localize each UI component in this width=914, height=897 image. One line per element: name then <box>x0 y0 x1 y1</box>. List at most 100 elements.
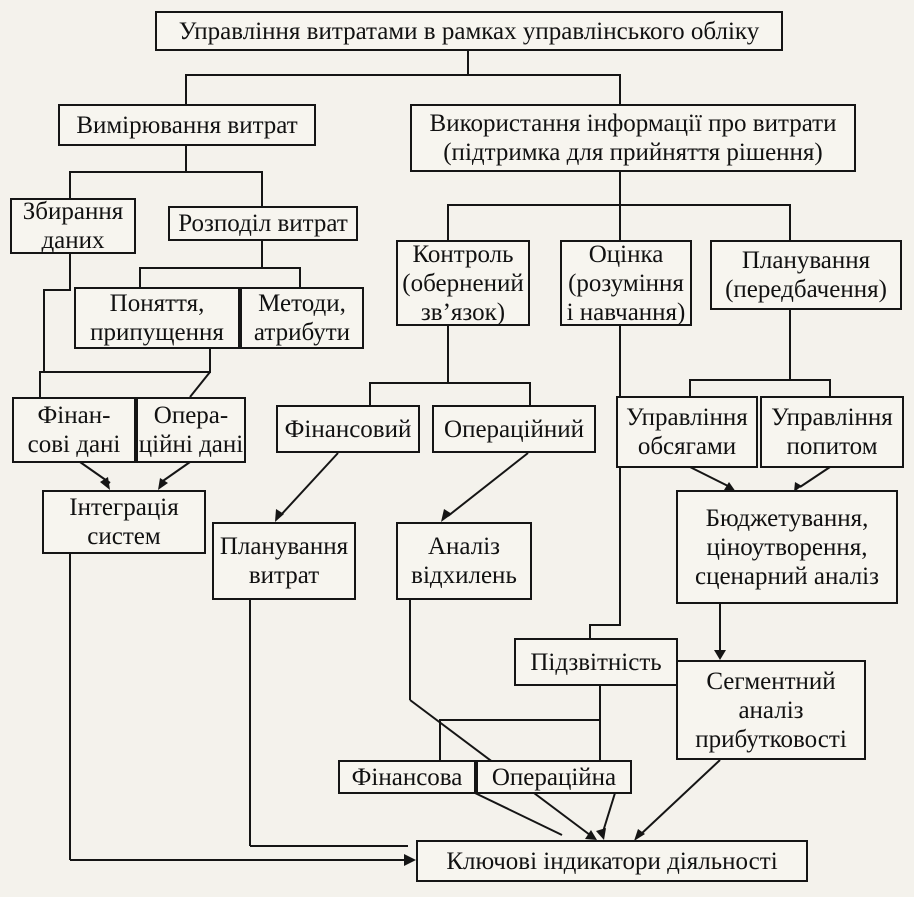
usage-line-2: (підтримка для прийняття рішення) <box>443 139 823 166</box>
usage-line-1: Використання інформації про витрати <box>429 110 837 137</box>
concepts-line-2: припущення <box>90 319 224 346</box>
connector <box>601 792 616 836</box>
arrow-head <box>794 482 802 492</box>
control-line-2: (обернений <box>402 269 524 297</box>
arrow-head <box>596 828 606 840</box>
concepts-line-1: Поняття, <box>109 290 205 317</box>
methods-box: Методи, атрибути <box>240 287 364 349</box>
operational-data-line-2: ційні дані <box>138 431 244 458</box>
connector <box>39 253 71 397</box>
segment-line-3: прибутковості <box>695 725 847 753</box>
connector <box>589 325 621 638</box>
arrow-head <box>275 509 284 522</box>
measurement-box: Вимірювання витрат <box>58 104 316 146</box>
control-line-1: Контроль <box>412 240 514 268</box>
financial-label: Фінансовий <box>284 415 412 443</box>
connector <box>447 452 529 517</box>
collection-line-1: Збирання <box>22 198 124 225</box>
integration-box: Інтеграція систем <box>42 490 206 554</box>
connector <box>448 382 531 405</box>
financial-data-line-1: Фінан- <box>37 402 111 429</box>
kpi-box: Ключові індикатори діяльності <box>416 840 808 882</box>
control-line-3: зв’язок) <box>420 298 506 326</box>
segment-line-2: аналіз <box>738 696 804 724</box>
cost-planning-line-2: витрат <box>248 562 320 589</box>
financial-reporting-box: Фінансова <box>338 760 476 794</box>
financial-data-box: Фінан- сові дані <box>12 397 136 463</box>
arrow-head <box>585 830 597 840</box>
connector <box>186 171 263 206</box>
segment-line-1: Сегментний <box>706 667 836 695</box>
root-box: Управління витратами в рамках управлінсь… <box>155 11 783 51</box>
operational-data-line-1: Опера- <box>153 402 229 429</box>
methods-line-1: Методи, <box>258 290 346 317</box>
volume-line-2: обсягами <box>637 433 737 460</box>
connector <box>447 172 621 240</box>
arrow-head <box>714 650 726 660</box>
evaluation-line-2: (розуміння <box>568 269 684 297</box>
operational-label: Операційний <box>444 415 584 443</box>
operational-data-box: Опера- ційні дані <box>136 397 246 463</box>
connector <box>790 379 831 396</box>
financial-reporting-label: Фінансова <box>351 763 463 791</box>
connector <box>40 348 211 373</box>
budgeting-line-1: Бюджетування, <box>705 504 869 532</box>
connector <box>468 74 621 104</box>
reporting-box: Підзвітність <box>514 638 678 686</box>
budgeting-line-2: ціноутворення, <box>706 533 868 561</box>
volume-management-box: Управління обсягами <box>616 396 758 468</box>
measurement-label: Вимірювання витрат <box>76 111 298 139</box>
collection-box: Збирання даних <box>10 198 136 254</box>
arrow-head <box>158 478 168 490</box>
connector <box>262 267 301 287</box>
arrow-head <box>100 477 110 490</box>
volume-line-1: Управління <box>626 404 748 431</box>
segment-box: Сегментний аналіз прибутковості <box>676 660 866 760</box>
planning-line-2: (передбачення) <box>725 276 887 303</box>
connector <box>689 466 731 488</box>
connector <box>139 240 263 287</box>
connector <box>474 792 563 836</box>
cost-planning-box: Планування витрат <box>212 522 356 600</box>
cost-planning-line-1: Планування <box>219 533 349 560</box>
usage-box: Використання інформації про витрати (під… <box>410 104 856 172</box>
variance-line-1: Аналіз <box>427 533 501 560</box>
arrow-head <box>634 829 645 841</box>
connector <box>689 310 791 396</box>
arrow-head <box>724 482 736 492</box>
budgeting-box: Бюджетування, ціноутворення, сценарний а… <box>676 490 898 604</box>
connector <box>369 325 449 405</box>
demand-line-1: Управління <box>771 404 893 431</box>
evaluation-line-3: і навчання) <box>566 298 686 326</box>
connector <box>279 452 339 517</box>
financial-box: Фінансовий <box>276 405 420 453</box>
variance-box: Аналіз відхилень <box>396 522 532 600</box>
connector <box>189 371 211 398</box>
connector <box>620 204 791 240</box>
operational-box: Операційний <box>432 405 596 453</box>
planning-box: Планування (передбачення) <box>710 240 902 310</box>
concepts-box: Поняття, припущення <box>74 287 240 349</box>
allocation-label: Розподіл витрат <box>178 210 348 237</box>
arrow-head <box>404 854 416 866</box>
demand-management-box: Управління попитом <box>760 396 904 468</box>
arrow-head <box>441 509 452 522</box>
integration-line-2: систем <box>87 523 161 550</box>
connector <box>799 466 831 488</box>
methods-line-2: атрибути <box>253 319 351 346</box>
financial-data-line-2: сові дані <box>27 431 121 458</box>
evaluation-line-1: Оцінка <box>588 240 664 268</box>
budgeting-line-3: сценарний аналіз <box>694 562 880 590</box>
allocation-box: Розподіл витрат <box>168 206 358 241</box>
connector <box>159 461 191 484</box>
integration-line-1: Інтеграція <box>69 494 179 521</box>
connector <box>439 686 601 760</box>
demand-line-2: попитом <box>786 433 878 460</box>
connector <box>639 759 721 836</box>
root-label: Управління витратами в рамках управлінсь… <box>178 17 760 45</box>
evaluation-box: Оцінка (розуміння і навчання) <box>560 240 692 326</box>
variance-line-2: відхилень <box>411 562 517 589</box>
operational-reporting-label: Операційна <box>491 763 617 791</box>
